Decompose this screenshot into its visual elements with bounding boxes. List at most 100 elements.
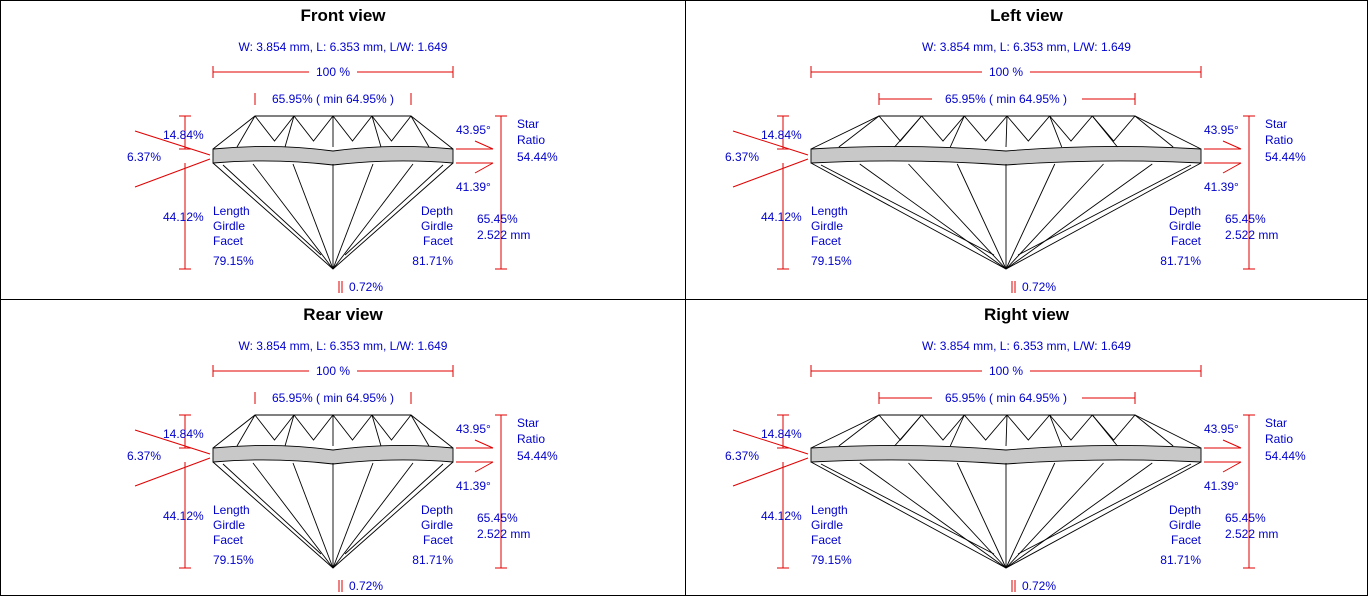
crown-facet-edge (371, 115, 382, 148)
crown-facet-edge (410, 414, 430, 447)
length-girdle-facet-label: Facet (811, 533, 842, 547)
girdle-pointer (732, 457, 809, 487)
depth-girdle-facet-label: Facet (423, 533, 454, 547)
girdle-thickness-label: 6.37% (127, 449, 161, 463)
star-ratio-label: Ratio (517, 133, 545, 147)
pavilion-facet-edge (1005, 163, 1056, 270)
length-girdle-facet-value: 79.15% (213, 254, 254, 268)
depth-girdle-facet-value: 81.71% (412, 553, 453, 567)
table-width-label: 100 % (989, 65, 1023, 79)
view-drawing: Front view W: 3.854 mm, L: 6.353 mm, L/W:… (127, 6, 558, 294)
length-girdle-facet-label: Facet (213, 234, 244, 248)
table-width-label: 100 % (989, 364, 1023, 378)
length-girdle-facet-label: Facet (213, 533, 244, 547)
pavilion-depth-label: 44.12% (163, 210, 204, 224)
crown-star-facet (293, 115, 334, 142)
pavilion-angle-arrow (1222, 162, 1242, 174)
crown-facet-edge (1005, 414, 1008, 447)
star-ratio-label: Ratio (1265, 432, 1293, 446)
length-girdle-facet-label: Length (213, 204, 250, 218)
crown-facet-edge (371, 414, 382, 447)
length-girdle-facet-value: 79.15% (213, 553, 254, 567)
crown-angle-pointer (134, 429, 211, 455)
depth-girdle-facet-label: Girdle (421, 518, 453, 532)
crown-angle-label: 43.95° (1204, 422, 1239, 436)
view-drawing: Left view W: 3.854 mm, L: 6.353 mm, L/W: … (725, 6, 1306, 294)
crown-facet-edge (1134, 414, 1174, 447)
pavilion-facet-edge (1005, 462, 1104, 569)
crown-angle-pointer (732, 130, 809, 156)
girdle-pointer (134, 457, 211, 487)
pavilion-facet-edge (908, 163, 1007, 270)
crown-facet-edge (236, 115, 256, 148)
dimensions-text: W: 3.854 mm, L: 6.353 mm, L/W: 1.649 (922, 339, 1131, 353)
crown-facet-edge (894, 115, 923, 148)
depth-girdle-facet-label: Facet (1171, 533, 1202, 547)
pavilion-facet-edge (956, 163, 1007, 270)
crown-facet-edge (1091, 414, 1118, 447)
dimensions-text: W: 3.854 mm, L: 6.353 mm, L/W: 1.649 (239, 40, 448, 54)
crown-facet-edge (949, 414, 965, 447)
table-percent-label: 65.95% ( min 64.95% ) (272, 391, 394, 405)
total-depth-label: 65.45% (477, 511, 518, 525)
table-percent-label: 65.95% ( min 64.95% ) (945, 391, 1067, 405)
crown-facet-edge (949, 115, 965, 148)
crown-star-facet (1091, 115, 1136, 142)
length-girdle-facet-label: Girdle (213, 518, 245, 532)
depth-girdle-facet-label: Facet (1171, 234, 1202, 248)
star-ratio-label: Star (1265, 416, 1287, 430)
view-title: Rear view (303, 305, 383, 324)
pavilion-facet-edge (908, 462, 1007, 569)
pavilion-facet-edge (332, 163, 374, 270)
view-title: Front view (300, 6, 386, 25)
crown-facet-edge (284, 414, 295, 447)
total-depth-label: 65.45% (477, 212, 518, 226)
pavilion-facet-edge (292, 462, 334, 569)
crown-facet-edge (1005, 115, 1008, 148)
pavilion-angle-arrow (474, 461, 494, 473)
dimensions-text: W: 3.854 mm, L: 6.353 mm, L/W: 1.649 (239, 339, 448, 353)
girdle-thickness-label: 6.37% (127, 150, 161, 164)
pavilion-facet-edge (1017, 463, 1192, 555)
crown-star-facet (878, 414, 923, 441)
table-width-label: 100 % (316, 65, 350, 79)
crown-facet-edge (236, 414, 256, 447)
pavilion-facet-edge (820, 164, 995, 256)
depth-girdle-facet-label: Girdle (1169, 518, 1201, 532)
star-ratio-label: Star (1265, 117, 1287, 131)
crown-facet-edge (1134, 115, 1174, 148)
crown-facet-edge (894, 414, 923, 447)
view-title: Left view (990, 6, 1064, 25)
crown-facet-edge (1049, 414, 1063, 447)
culet-label: 0.72% (1022, 579, 1056, 593)
girdle-pointer (732, 158, 809, 188)
depth-girdle-facet-label: Depth (1169, 204, 1201, 218)
crown-star-facet (332, 115, 373, 142)
culet-label: 0.72% (349, 280, 383, 294)
depth-girdle-facet-value: 81.71% (1160, 254, 1201, 268)
pavilion-facet-edge (252, 163, 334, 270)
dimensions-text: W: 3.854 mm, L: 6.353 mm, L/W: 1.649 (922, 40, 1131, 54)
length-girdle-facet-label: Girdle (811, 518, 843, 532)
girdle-band (810, 444, 1202, 465)
length-girdle-facet-label: Girdle (811, 219, 843, 233)
pavilion-depth-label: 44.12% (761, 509, 802, 523)
crown-height-label: 14.84% (163, 128, 204, 142)
crown-angle-arrow (1222, 439, 1242, 449)
depth-girdle-facet-label: Facet (423, 234, 454, 248)
length-girdle-facet-label: Facet (811, 234, 842, 248)
pavilion-facet-edge (332, 462, 414, 569)
crown-angle-label: 43.95° (456, 123, 491, 137)
crown-height-label: 14.84% (761, 427, 802, 441)
crown-star-facet (332, 414, 373, 441)
pavilion-facet-edge (332, 462, 374, 569)
girdle-band (810, 145, 1202, 166)
star-ratio-value: 54.44% (517, 449, 558, 463)
girdle-thickness-label: 6.37% (725, 449, 759, 463)
crown-star-facet (1049, 414, 1093, 441)
length-girdle-facet-value: 79.15% (811, 553, 852, 567)
star-ratio-label: Star (517, 416, 539, 430)
pavilion-facet-edge (222, 164, 322, 256)
